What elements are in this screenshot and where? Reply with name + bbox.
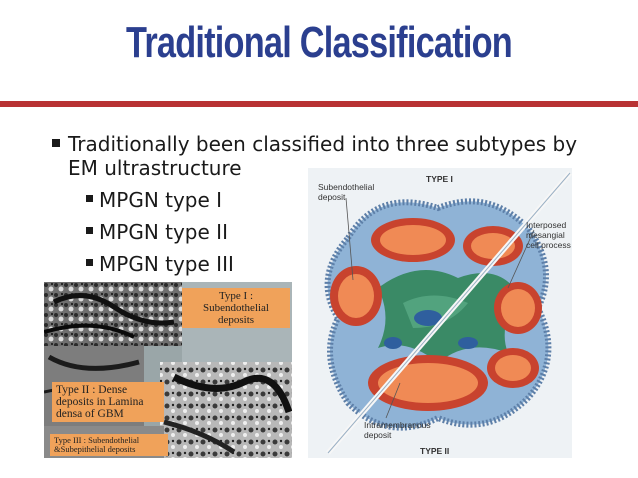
bullet-main-continuation: EM ultrastructure [68,156,242,180]
mpgn-diagram: TYPE I Subendothelial deposit Interposed… [308,168,572,458]
label-type1-em: Type I : Subendothelial deposits [182,288,290,328]
bullet-square-icon [86,227,93,234]
sub-bullet-text: MPGN type II [99,220,228,244]
diagram-type1-label: TYPE I [426,174,453,184]
sub-bullet-type3: MPGN type III [86,252,234,276]
em-micrograph-composite: Type I : Subendothelial deposits Type II… [44,282,292,458]
bullet-main-text: Traditionally been classified into three… [68,132,578,156]
sub-bullet-text: MPGN type I [99,188,223,212]
bullet-square-icon [86,259,93,266]
sub-bullet-type1: MPGN type I [86,188,222,212]
bullet-square-icon [52,138,60,147]
sub-bullet-text: MPGN type III [99,252,234,276]
slide-title: Traditional Classification [126,18,513,67]
capillary-illustration [308,168,572,458]
diagram-subendothelial-label: Subendothelial deposit [318,182,375,202]
label-type2-em: Type II : Dense deposits in Lamina densa… [52,382,164,422]
diagram-type2-label: TYPE II [420,446,450,456]
sub-bullet-type2: MPGN type II [86,220,228,244]
diagram-intramembranous-label: Intramembranous deposit [364,420,431,440]
title-divider [0,101,638,107]
label-type3-em: Type III : Subendothelial &Subepithelial… [50,434,168,456]
bullet-main: Traditionally been classified into three… [52,132,592,156]
diagram-interposed-label: Interposed mesangial cell process [526,220,571,250]
bullet-square-icon [86,195,93,202]
